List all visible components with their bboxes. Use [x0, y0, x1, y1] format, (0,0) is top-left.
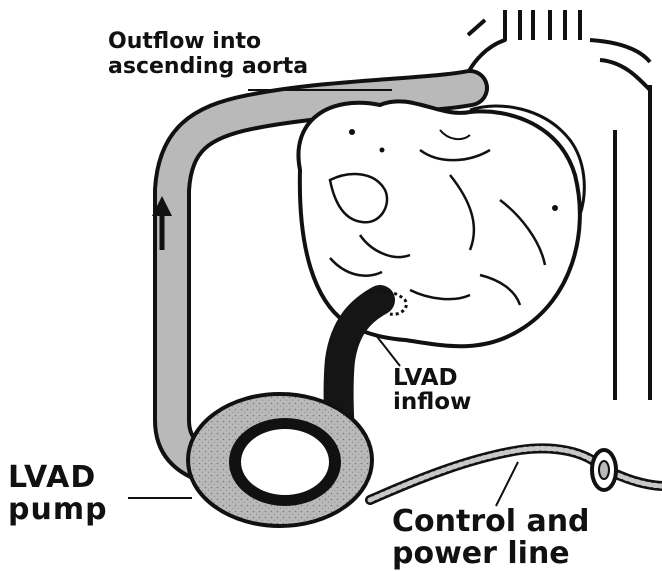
inflow-label-line2: inflow: [393, 390, 471, 414]
control-label-line2: power line: [392, 538, 590, 570]
heart: [298, 101, 584, 346]
driveline: [370, 448, 662, 500]
outflow-label-line2: ascending aorta: [108, 55, 308, 80]
outflow-label: Outflow into ascending aorta: [108, 30, 308, 79]
lvad-pump-body: [188, 394, 372, 526]
pump-label-line2: pump: [8, 494, 108, 526]
control-label-line1: Control and: [392, 506, 590, 538]
pump-label: LVAD pump: [8, 462, 108, 525]
control-line-label: Control and power line: [392, 506, 590, 569]
inflow-label: LVAD inflow: [393, 366, 471, 414]
pump-label-line1: LVAD: [8, 462, 108, 494]
outflow-label-line1: Outflow into: [108, 30, 308, 55]
inflow-label-line1: LVAD: [393, 366, 471, 390]
